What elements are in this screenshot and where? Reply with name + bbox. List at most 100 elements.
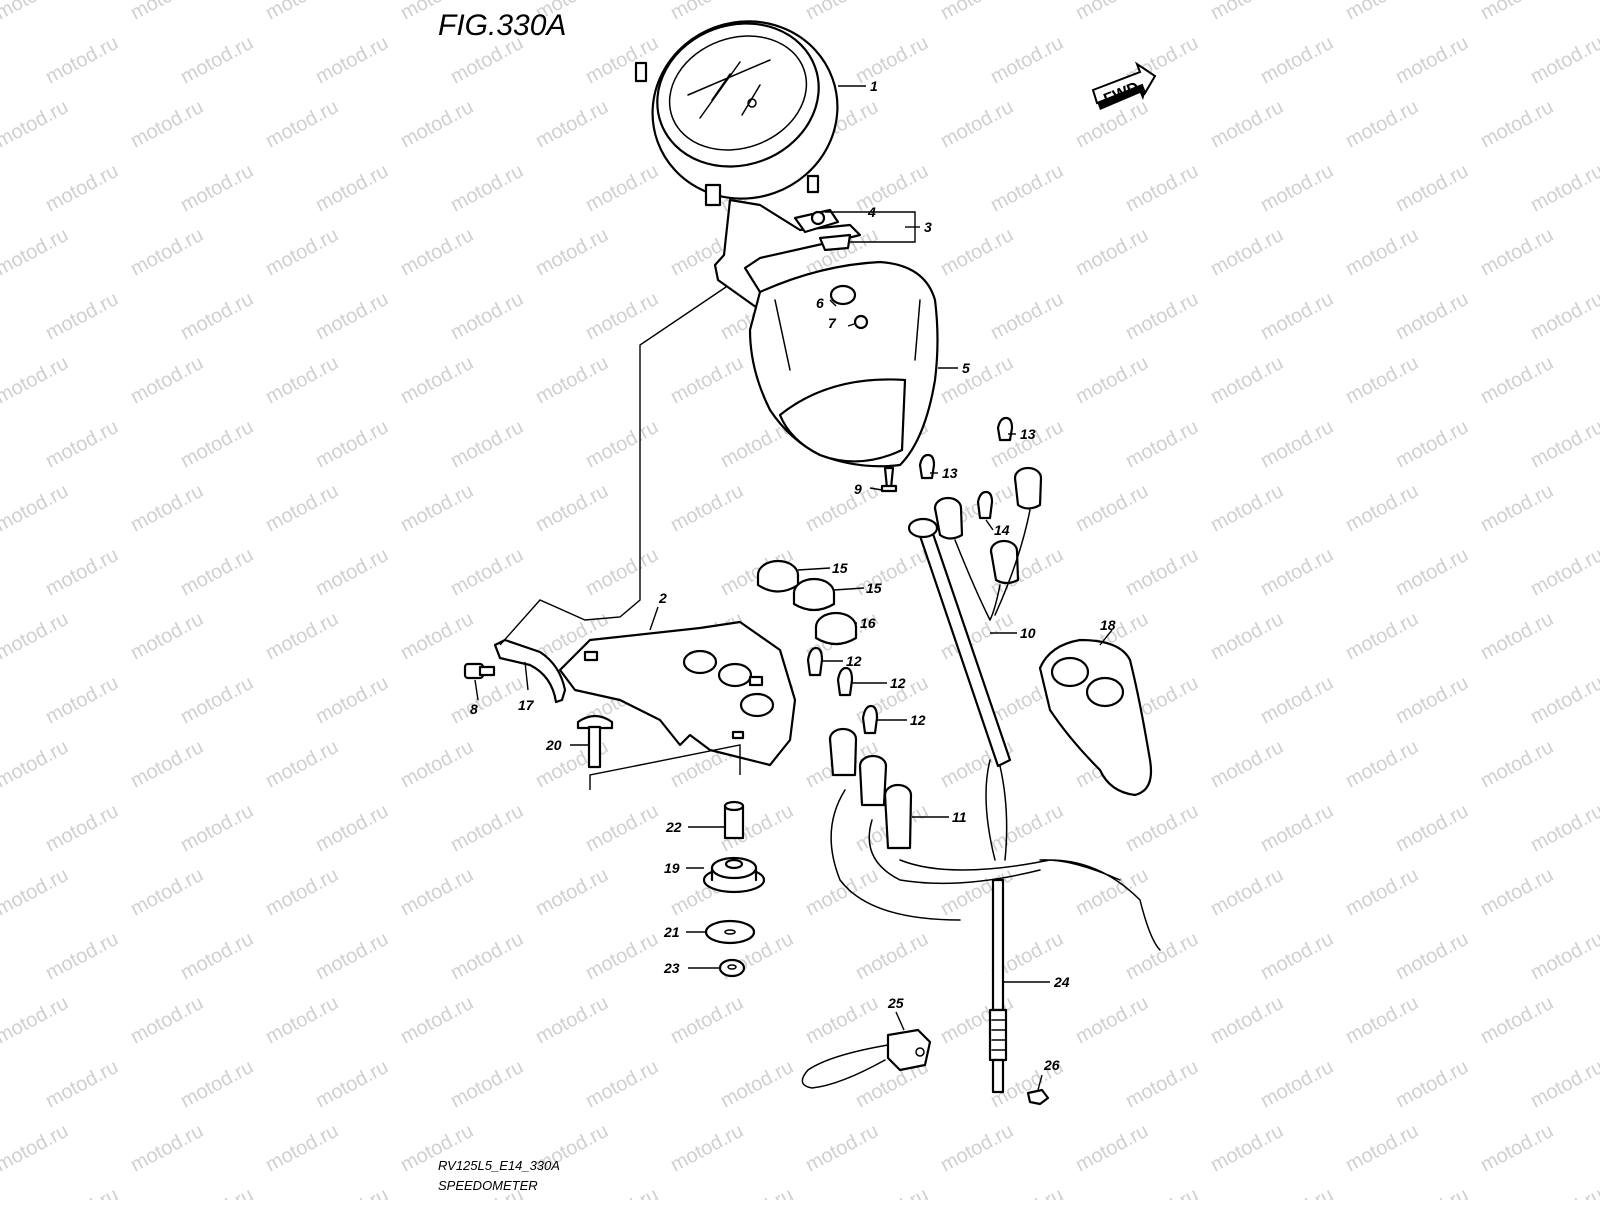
watermark-text: motod.ru: [1122, 544, 1202, 600]
watermark-text: motod.ru: [262, 1120, 342, 1176]
watermark-text: motod.ru: [447, 288, 527, 344]
watermark-text: motod.ru: [262, 96, 342, 152]
washer-part[interactable]: [704, 919, 756, 945]
spacer-part[interactable]: [723, 800, 745, 840]
watermark-text: motod.ru: [397, 480, 477, 536]
watermark-text: motod.ru: [1392, 160, 1472, 216]
mounting-bolt-part[interactable]: [576, 714, 614, 769]
watermark-text: motod.ru: [1122, 160, 1202, 216]
small-screw-part[interactable]: [1026, 1088, 1050, 1106]
watermark-text: motod.ru: [127, 992, 207, 1048]
watermark-text: motod.ru: [177, 672, 257, 728]
speedometer-gauge-part[interactable]: [628, 0, 863, 225]
watermark-text: motod.ru: [987, 288, 1067, 344]
watermark-text: motod.ru: [312, 672, 392, 728]
watermark-text: motod.ru: [1207, 736, 1287, 792]
watermark-text: motod.ru: [42, 416, 122, 472]
watermark-text: motod.ru: [397, 224, 477, 280]
watermark-text: motod.ru: [1207, 992, 1287, 1048]
watermark-text: motod.ru: [1122, 1056, 1202, 1112]
watermark-text: motod.ru: [802, 0, 882, 24]
socket-harness-part[interactable]: [828, 727, 1161, 951]
callout-c12b: 12: [890, 675, 906, 691]
watermark-text: motod.ru: [1477, 224, 1557, 280]
callout-c20: 20: [545, 737, 562, 753]
callout-c19: 19: [664, 860, 680, 876]
watermark-text: motod.ru: [1122, 928, 1202, 984]
callout-c3: 3: [924, 219, 932, 235]
watermark-text: motod.ru: [127, 1120, 207, 1176]
watermark-text: motod.ru: [937, 1120, 1017, 1176]
nut-part[interactable]: [718, 958, 746, 978]
watermark-text: motod.ru: [1477, 0, 1557, 24]
screw-part[interactable]: [880, 466, 898, 493]
watermark-text: motod.ru: [852, 32, 932, 88]
watermark-text: motod.ru: [1072, 352, 1152, 408]
watermark-text: motod.ru: [447, 544, 527, 600]
watermark-text: motod.ru: [532, 96, 612, 152]
speedometer-cable-part[interactable]: [907, 509, 1031, 768]
watermark-text: motod.ru: [127, 736, 207, 792]
watermark-text: motod.ru: [1257, 1184, 1337, 1200]
watermark-text: motod.ru: [127, 224, 207, 280]
watermark-text: motod.ru: [852, 928, 932, 984]
watermark-text: motod.ru: [447, 1056, 527, 1112]
watermark-text: motod.ru: [397, 352, 477, 408]
cap-part[interactable]: [756, 559, 858, 646]
watermark-text: motod.ru: [937, 224, 1017, 280]
watermark-text: motod.ru: [262, 736, 342, 792]
indicator-bulb-part[interactable]: [806, 646, 879, 735]
bolt-part[interactable]: [463, 662, 496, 680]
meter-case-part[interactable]: [748, 260, 939, 468]
callout-c12a: 12: [846, 653, 862, 669]
cable-clamp-part[interactable]: [801, 1028, 932, 1089]
watermark-text: motod.ru: [1072, 992, 1152, 1048]
watermark-text: motod.ru: [1072, 1120, 1152, 1176]
callout-c8: 8: [470, 701, 478, 717]
watermark-text: motod.ru: [1122, 800, 1202, 856]
figure-name: SPEEDOMETER: [438, 1178, 538, 1193]
watermark-text: motod.ru: [42, 288, 122, 344]
watermark-text: motod.ru: [262, 608, 342, 664]
watermark-text: motod.ru: [262, 0, 342, 24]
bulb-socket-part[interactable]: [933, 466, 1043, 585]
watermark-text: motod.ru: [0, 352, 72, 408]
watermark-text: motod.ru: [987, 160, 1067, 216]
watermark-text: motod.ru: [177, 544, 257, 600]
watermark-text: motod.ru: [937, 96, 1017, 152]
watermark-text: motod.ru: [1477, 864, 1557, 920]
callout-c5: 5: [962, 360, 970, 376]
callout-c24: 24: [1053, 974, 1070, 990]
callout-c22: 22: [665, 819, 682, 835]
watermark-text: motod.ru: [1207, 1120, 1287, 1176]
watermark-text: motod.ru: [1392, 672, 1472, 728]
watermark-text: motod.ru: [127, 480, 207, 536]
watermark-text: motod.ru: [447, 160, 527, 216]
indicator-panel-part[interactable]: [558, 620, 797, 767]
callout-c26: 26: [1043, 1057, 1060, 1073]
watermark-text: motod.ru: [1342, 1120, 1422, 1176]
watermark-text: motod.ru: [1392, 416, 1472, 472]
callout-c13b: 13: [942, 465, 958, 481]
watermark-text: motod.ru: [987, 1184, 1067, 1200]
watermark-text: motod.ru: [1122, 1184, 1202, 1200]
clamp-part[interactable]: [493, 638, 567, 704]
callout-c9: 9: [854, 481, 862, 497]
watermark-text: motod.ru: [1257, 672, 1337, 728]
meter-cover-part[interactable]: [1038, 638, 1153, 797]
watermark-text: motod.ru: [42, 800, 122, 856]
grommet-part[interactable]: [702, 856, 766, 894]
watermark-text: motod.ru: [1207, 352, 1287, 408]
callout-c7: 7: [828, 315, 837, 331]
watermark-text: motod.ru: [852, 160, 932, 216]
cable-part[interactable]: [988, 878, 1008, 1094]
meter-bracket-part[interactable]: [713, 198, 862, 312]
watermark-text: motod.ru: [447, 800, 527, 856]
watermark-text: motod.ru: [937, 352, 1017, 408]
watermark-text: motod.ru: [1207, 224, 1287, 280]
watermark-text: motod.ru: [1257, 928, 1337, 984]
watermark-text: motod.ru: [312, 32, 392, 88]
watermark-text: motod.ru: [1257, 416, 1337, 472]
watermark-text: motod.ru: [1342, 224, 1422, 280]
watermark-text: motod.ru: [1342, 608, 1422, 664]
